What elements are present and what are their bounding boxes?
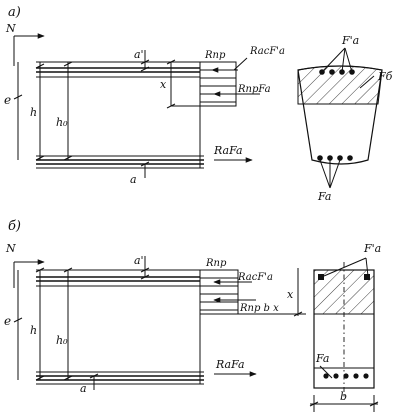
panel-a: а) N e h h₀ <box>4 5 393 203</box>
panel-b-h0-label: h₀ <box>56 334 68 347</box>
panel-b-n-force: N <box>5 242 45 288</box>
panel-a-fb-label: Fб <box>377 70 393 83</box>
panel-b-rnpbx-label: Rпр b x <box>239 303 279 314</box>
panel-b-cover-dims: a' a <box>80 254 150 395</box>
panel-b-x-dim: x <box>238 268 306 317</box>
panel-b-a-prime-label: a' <box>134 254 144 267</box>
panel-b-dimension-lines <box>13 267 73 381</box>
panel-a-stress-block <box>199 61 260 107</box>
panel-b-racfa-label: RacF'a <box>237 272 273 283</box>
panel-b-e-label: e <box>4 314 11 328</box>
panel-b-fa-label: Fa <box>315 352 329 365</box>
panel-b-a-label: a <box>80 382 87 395</box>
panel-b-tag: б) <box>8 219 21 234</box>
panel-a-cover-dims: a' a <box>130 48 150 186</box>
panel-a-e-label: e <box>4 93 11 107</box>
panel-a-n-force: N <box>5 22 45 66</box>
panel-b-stress-block <box>199 269 256 315</box>
panel-b-tension-force: RaFa <box>214 358 257 377</box>
panel-a-racfa-label: RacF'a <box>249 46 285 57</box>
panel-a-tension-force: RaFa <box>213 144 253 163</box>
panel-b-cross-section <box>309 257 379 412</box>
panel-a-a-label: a <box>130 173 137 186</box>
panel-b-b-label: b <box>340 390 347 403</box>
panel-b-h-label: h <box>30 324 37 337</box>
panel-a-x-label: x <box>160 78 167 91</box>
panel-a-dimension-lines <box>13 61 73 161</box>
panel-a-fa-label: Fa <box>317 190 331 203</box>
panel-a-fa-prime-label: F'a <box>341 34 359 47</box>
panel-b-x-label: x <box>287 288 294 301</box>
panel-a-rnpfa-label: RпрFa <box>237 84 271 95</box>
panel-b-n-label: N <box>5 242 16 255</box>
panel-b-rnp-label: Rпр <box>205 258 227 269</box>
panel-b-fa-prime-label: F'a <box>363 242 381 255</box>
panel-a-x-dim: x <box>160 59 200 109</box>
panel-a-h0-label: h₀ <box>56 116 68 129</box>
panel-a-cross-section <box>297 47 383 189</box>
panel-b-rafa-label: RaFa <box>215 358 245 371</box>
panel-b: б) N e h h₀ <box>4 219 381 412</box>
panel-a-beam <box>36 61 204 169</box>
panel-a-a-prime-label: a' <box>134 48 144 61</box>
panel-a-n-label: N <box>5 22 16 35</box>
panel-b-beam <box>36 269 204 385</box>
panel-a-h-label: h <box>30 106 37 119</box>
panel-a-tag: а) <box>8 5 21 20</box>
panel-a-rafa-label: RaFa <box>213 144 243 157</box>
panel-a-rnp-label: Rпр <box>204 50 226 61</box>
